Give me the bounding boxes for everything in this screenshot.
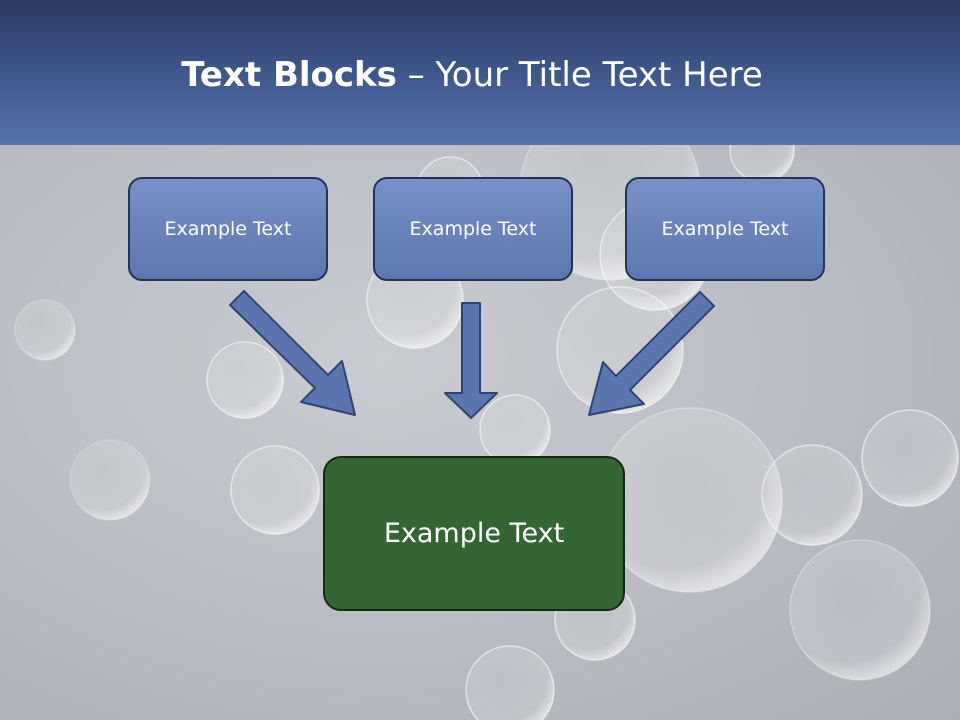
- main-text-block[interactable]: Example Text: [323, 456, 625, 611]
- slide-title: Text Blocks – Your Title Text Here: [0, 52, 944, 98]
- text-block-left-label: Example Text: [164, 218, 292, 240]
- title-dash: –: [396, 55, 436, 95]
- text-block-center-label: Example Text: [409, 218, 537, 240]
- text-block-right[interactable]: Example Text: [625, 177, 825, 281]
- main-text-block-label: Example Text: [383, 518, 565, 549]
- title-rest: Your Title Text Here: [435, 55, 763, 95]
- arrow-center-down: [444, 302, 498, 419]
- arrow-right-diagonal: [588, 291, 715, 416]
- text-block-center[interactable]: Example Text: [373, 177, 573, 281]
- title-banner: [0, 0, 960, 145]
- text-block-left[interactable]: Example Text: [128, 177, 328, 281]
- text-block-right-label: Example Text: [661, 218, 789, 240]
- title-bold: Text Blocks: [181, 55, 397, 95]
- arrow-left-diagonal: [229, 290, 356, 416]
